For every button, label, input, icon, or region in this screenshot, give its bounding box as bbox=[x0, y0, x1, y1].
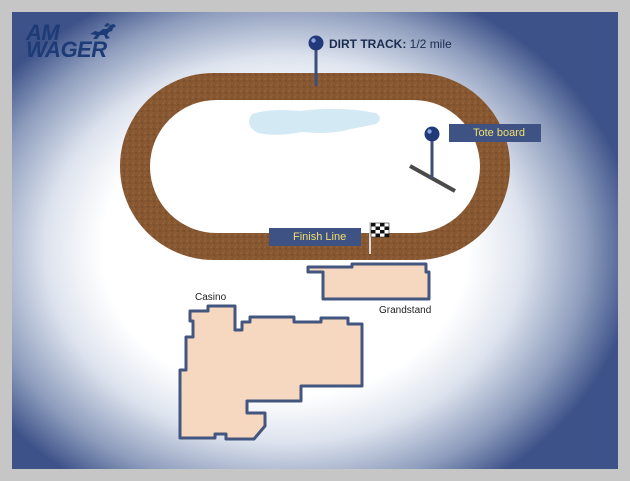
racing-horse-icon bbox=[90, 23, 116, 39]
dirt-track-label: DIRT TRACK: 1/2 mile bbox=[329, 37, 452, 51]
grandstand-label: Grandstand bbox=[379, 305, 432, 316]
map-pin-highlight bbox=[311, 38, 316, 43]
dirt-track-title: DIRT TRACK: bbox=[329, 37, 407, 51]
tote-board-bar bbox=[409, 164, 456, 193]
infield-pond bbox=[249, 108, 380, 135]
map-pin-icon[interactable] bbox=[308, 35, 324, 51]
logo-text-wager: WAGER bbox=[26, 37, 107, 62]
finish-line-label: Finish Line bbox=[269, 228, 361, 246]
casino-building[interactable] bbox=[178, 304, 364, 441]
map-pin-highlight bbox=[427, 129, 432, 134]
checkered-flag-icon bbox=[369, 222, 390, 254]
casino-label: Casino bbox=[195, 292, 227, 303]
amwager-logo[interactable]: AM WAGER bbox=[26, 22, 118, 62]
logo-text-am: AM bbox=[26, 20, 60, 45]
map-pin-icon[interactable] bbox=[424, 126, 440, 142]
tote-board-label: Tote board bbox=[449, 124, 541, 142]
track-infield bbox=[150, 100, 480, 233]
dirt-track-length: 1/2 mile bbox=[409, 37, 452, 51]
grandstand-building[interactable] bbox=[306, 262, 431, 301]
